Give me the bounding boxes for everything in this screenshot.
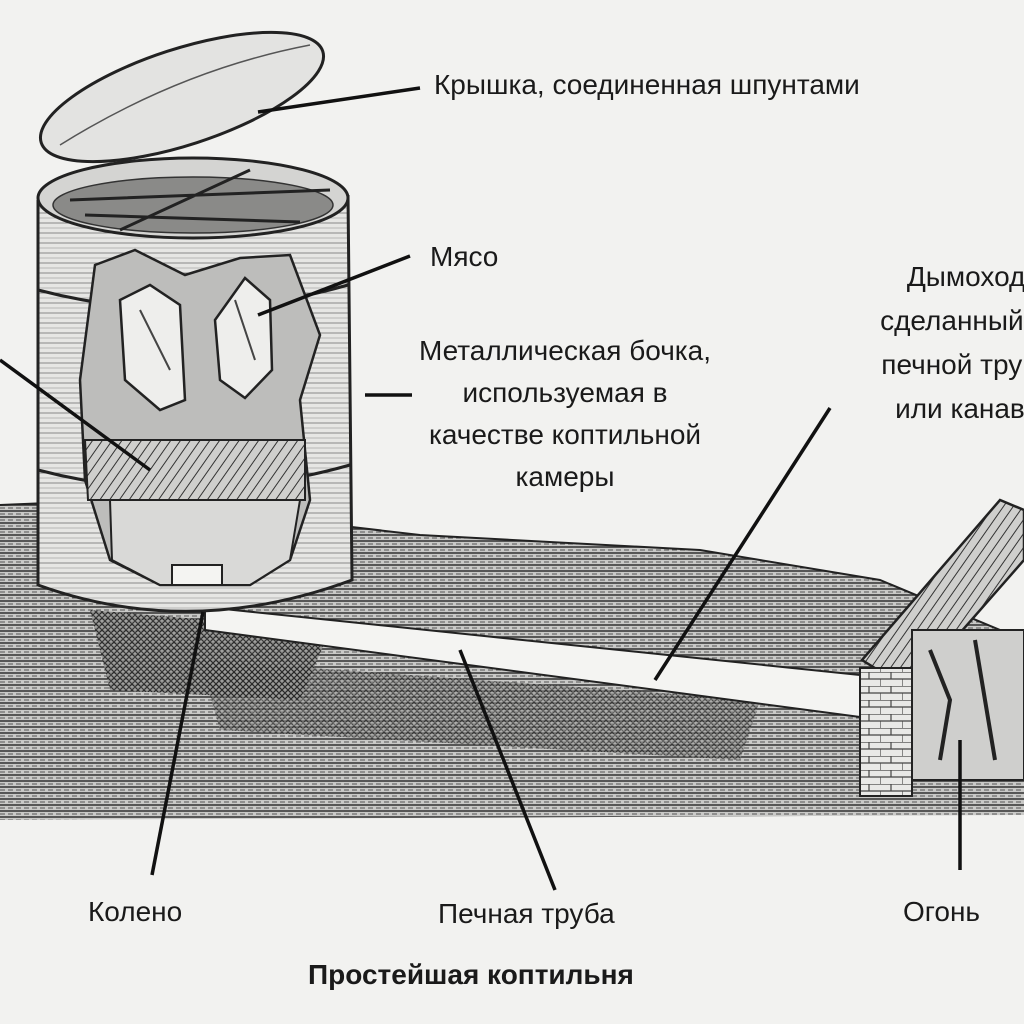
label-elbow: Колено: [88, 896, 183, 927]
label-pipe: Печная труба: [438, 898, 615, 929]
label-barrel-line-3: качестве коптильной: [428, 419, 702, 450]
label-chimney: Дымоход, сделанный из печной трубы или к…: [820, 255, 1024, 431]
label-barrel-line-2: используемая в: [462, 377, 668, 408]
label-barrel-line-4: камеры: [515, 461, 615, 492]
fire-pit: [859, 498, 1024, 797]
label-lid: Крышка, соединенная шпунтами: [434, 69, 860, 100]
label-chimney-line-4: или канавы: [895, 393, 1024, 424]
label-meat: Мясо: [430, 241, 499, 272]
leader-lines: [0, 86, 962, 891]
diagram-caption: Простейшая коптильня: [308, 959, 634, 990]
label-chimney-line-1: Дымоход,: [906, 261, 1024, 292]
label-chimney-line-3: печной трубы: [881, 349, 1024, 380]
barrel: [36, 156, 354, 613]
label-fire: Огонь: [903, 896, 980, 927]
label-chimney-line-2: сделанный из: [880, 305, 1024, 336]
label-barrel: Металлическая бочка, используемая в каче…: [372, 330, 758, 498]
label-barrel-line-1: Металлическая бочка,: [418, 335, 712, 366]
lid: [38, 30, 326, 164]
